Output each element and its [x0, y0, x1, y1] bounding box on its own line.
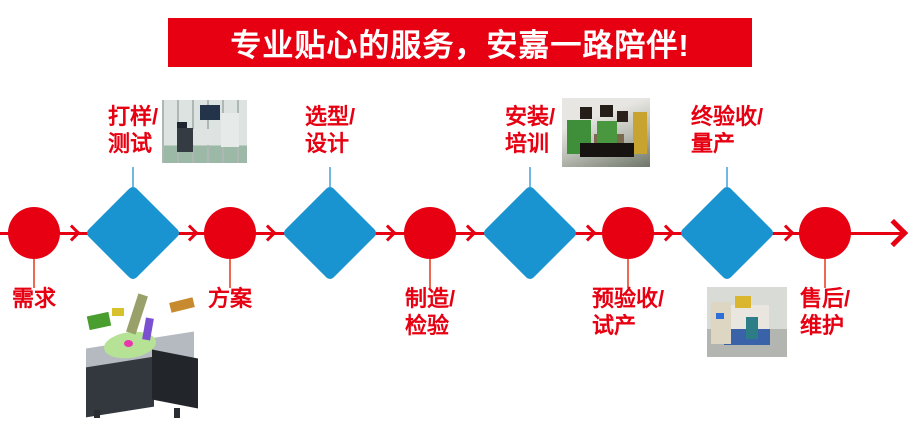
label-connector	[529, 167, 531, 187]
flow-arrow-icon	[259, 224, 277, 242]
circle-marker	[8, 207, 60, 259]
cad-part	[86, 356, 154, 418]
timeline-end-arrow-icon	[879, 218, 909, 248]
label-connector	[824, 259, 826, 288]
node-label: 打样/ 测试	[107, 104, 159, 156]
label-connector	[726, 167, 728, 187]
cad-part	[112, 308, 124, 316]
circle-marker	[404, 207, 456, 259]
circle-marker	[799, 207, 851, 259]
node-label: 终验收/ 量产	[690, 104, 764, 156]
cad-part	[174, 408, 180, 418]
sampling-test-photo	[162, 100, 247, 163]
node-label: 预验收/ 试产	[591, 286, 665, 338]
cad-part	[152, 349, 198, 409]
label-connector	[329, 167, 331, 187]
node-label: 制造/ 检验	[404, 286, 456, 338]
flow-arrow-icon	[777, 224, 795, 242]
cad-part	[94, 410, 100, 418]
node-label: 选型/ 设计	[304, 104, 356, 156]
cad-machine-render	[78, 288, 208, 420]
circle-marker	[204, 207, 256, 259]
label-connector	[429, 259, 431, 288]
flow-arrow-icon	[181, 224, 199, 242]
circle-marker	[602, 207, 654, 259]
diamond-marker	[678, 184, 776, 282]
node-label: 售后/ 维护	[799, 286, 851, 338]
label-connector	[229, 259, 231, 288]
flow-arrow-icon	[379, 224, 397, 242]
node-label: 安装/ 培训	[504, 104, 556, 156]
flow-arrow-icon	[579, 224, 597, 242]
flow-arrow-icon	[63, 224, 81, 242]
diamond-marker	[84, 184, 182, 282]
node-label: 需求	[11, 286, 57, 311]
label-connector	[33, 259, 35, 288]
installation-training-photo	[562, 98, 650, 167]
label-connector	[627, 259, 629, 288]
cad-part	[86, 311, 112, 331]
banner: 专业贴心的服务，安嘉一路陪伴!	[168, 18, 752, 67]
banner-text: 专业贴心的服务，安嘉一路陪伴!	[230, 28, 690, 63]
label-connector	[132, 167, 134, 187]
cad-part	[169, 297, 195, 313]
diamond-marker	[481, 184, 579, 282]
node-label: 方案	[207, 286, 253, 311]
flow-arrow-icon	[657, 224, 675, 242]
flow-arrow-icon	[459, 224, 477, 242]
diamond-marker	[281, 184, 379, 282]
final-acceptance-photo	[707, 287, 787, 357]
cad-part	[124, 340, 133, 347]
